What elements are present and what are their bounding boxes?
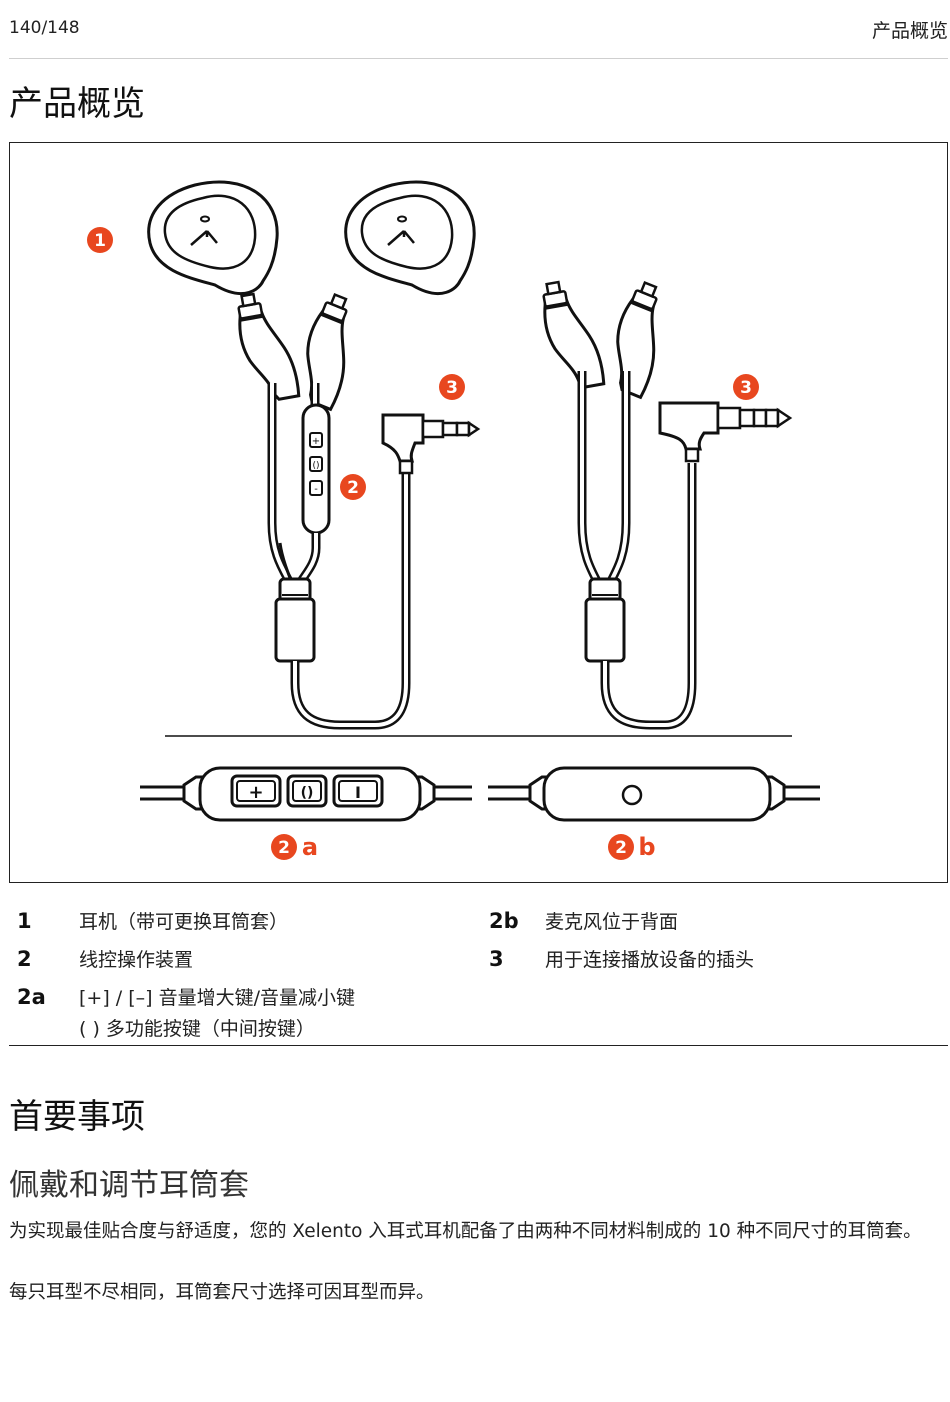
legend-text-1: 耳机（带可更换耳筒套） — [79, 911, 289, 933]
callout-3-right: 3 — [733, 374, 759, 400]
paragraph-2: 每只耳型不尽相同，耳筒套尺寸选择可因耳型而异。 — [9, 1282, 435, 1303]
svg-text:(): () — [312, 461, 319, 471]
page-number: 140/148 — [9, 18, 80, 38]
svg-text:b: b — [638, 833, 655, 861]
product-overview-figure: + () - — [9, 142, 948, 883]
plug-icon — [381, 413, 481, 475]
callout-1: 1 — [87, 227, 113, 253]
svg-text:2: 2 — [615, 838, 627, 858]
header-section-title: 产品概览 — [871, 20, 948, 42]
remote-control-icon: + () - — [301, 403, 331, 535]
subsection-title: 佩戴和调节耳筒套 — [9, 1168, 249, 1203]
callout-2: 2 — [340, 474, 366, 500]
paragraph-1: 为实现最佳贴合度与舒适度，您的 Xelento 入耳式耳机配备了由两种不同材料制… — [9, 1221, 922, 1242]
legend-text-2b: 麦克风位于背面 — [545, 911, 679, 933]
figure-legend: 1 耳机（带可更换耳筒套） 2 线控操作装置 2a [+] / [–] 音量增大… — [9, 895, 948, 1043]
callout-3-left: 3 — [439, 374, 465, 400]
svg-text:(): () — [301, 785, 314, 801]
svg-text:3: 3 — [446, 378, 458, 398]
microphone-hole-icon — [621, 784, 643, 806]
svg-text:-: - — [314, 484, 318, 495]
legend-num-2a: 2a — [17, 985, 46, 1009]
legend-num-1: 1 — [17, 909, 32, 933]
svg-text:+: + — [248, 782, 263, 803]
svg-text:I: I — [355, 783, 361, 802]
earphone-left-left — [147, 180, 279, 296]
legend-text-2a: [+] / [–] 音量增大键/音量减小键 — [79, 987, 355, 1009]
section-title: 首要事项 — [9, 1097, 145, 1137]
svg-text:2: 2 — [278, 838, 290, 858]
legend-text-2: 线控操作装置 — [79, 949, 194, 971]
callout-2b: 2 b — [608, 833, 656, 861]
legend-text-2a-line2: ( ) 多功能按键（中间按键） — [79, 1018, 315, 1040]
remote-detail-2b — [488, 766, 820, 822]
svg-text:2: 2 — [347, 478, 359, 498]
remote-detail-2a: + () I — [140, 766, 472, 822]
legend-num-2: 2 — [17, 947, 32, 971]
svg-text:1: 1 — [94, 231, 106, 251]
svg-text:a: a — [302, 833, 318, 861]
svg-text:+: + — [312, 436, 320, 447]
legend-text-3: 用于连接播放设备的插头 — [545, 949, 755, 971]
page-title: 产品概览 — [9, 84, 145, 124]
legend-divider — [9, 1045, 948, 1046]
legend-num-3: 3 — [489, 947, 504, 971]
plug-icon — [658, 401, 793, 463]
page-header: 140/148 产品概览 — [9, 0, 948, 59]
svg-text:3: 3 — [740, 378, 752, 398]
callout-2a: 2 a — [271, 833, 318, 861]
legend-num-2b: 2b — [489, 909, 519, 933]
product-illustration: + () - — [87, 180, 820, 861]
earphone-left-right — [344, 180, 476, 296]
